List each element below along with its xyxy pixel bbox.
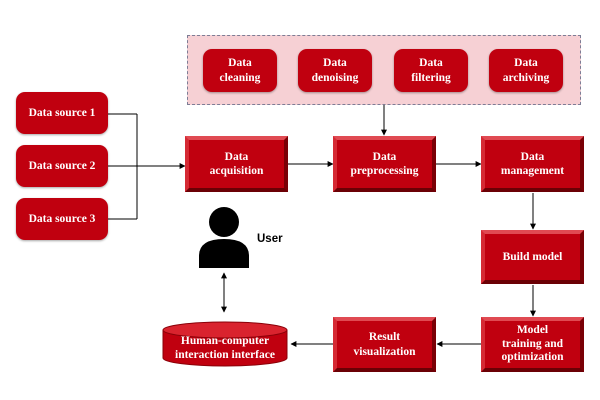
data-source-2-label: Data source 2 bbox=[28, 159, 96, 172]
model-training-label: Model training and optimization bbox=[501, 323, 564, 364]
data-preprocessing-label: Data preprocessing bbox=[350, 150, 419, 177]
interaction-interface-text: Human-computer interaction interface bbox=[175, 334, 275, 361]
user-label: User bbox=[257, 233, 283, 245]
data-preprocessing-box: Data preprocessing bbox=[333, 136, 436, 192]
model-training-box: Model training and optimization bbox=[481, 317, 584, 372]
data-management-label: Data management bbox=[500, 150, 565, 177]
data-source-1-label: Data source 1 bbox=[28, 106, 96, 119]
interface-cylinder bbox=[162, 321, 288, 367]
build-model-label: Build model bbox=[502, 250, 563, 263]
data-filtering-label: Data filtering bbox=[411, 57, 451, 84]
data-denoising-label: Data denoising bbox=[311, 57, 359, 84]
data-archiving-box: Data archiving bbox=[489, 49, 563, 92]
data-source-2-box: Data source 2 bbox=[16, 145, 108, 187]
data-cleaning-box: Data cleaning bbox=[203, 49, 277, 92]
data-source-3-label: Data source 3 bbox=[28, 212, 96, 225]
data-denoising-box: Data denoising bbox=[298, 49, 372, 92]
data-cleaning-label: Data cleaning bbox=[219, 57, 261, 84]
data-acquisition-box: Data acquisition bbox=[185, 136, 288, 192]
data-management-box: Data management bbox=[481, 136, 584, 192]
user-icon bbox=[199, 207, 249, 268]
data-source-3-box: Data source 3 bbox=[16, 198, 108, 240]
data-acquisition-label: Data acquisition bbox=[209, 150, 264, 177]
result-visualization-box: Result visualization bbox=[333, 317, 436, 372]
interaction-interface-label: Human-computer interaction interface bbox=[165, 331, 285, 365]
build-model-box: Build model bbox=[481, 230, 584, 284]
result-visualization-label: Result visualization bbox=[353, 331, 416, 358]
data-archiving-label: Data archiving bbox=[502, 57, 550, 84]
data-filtering-box: Data filtering bbox=[394, 49, 468, 92]
data-source-1-box: Data source 1 bbox=[16, 92, 108, 134]
